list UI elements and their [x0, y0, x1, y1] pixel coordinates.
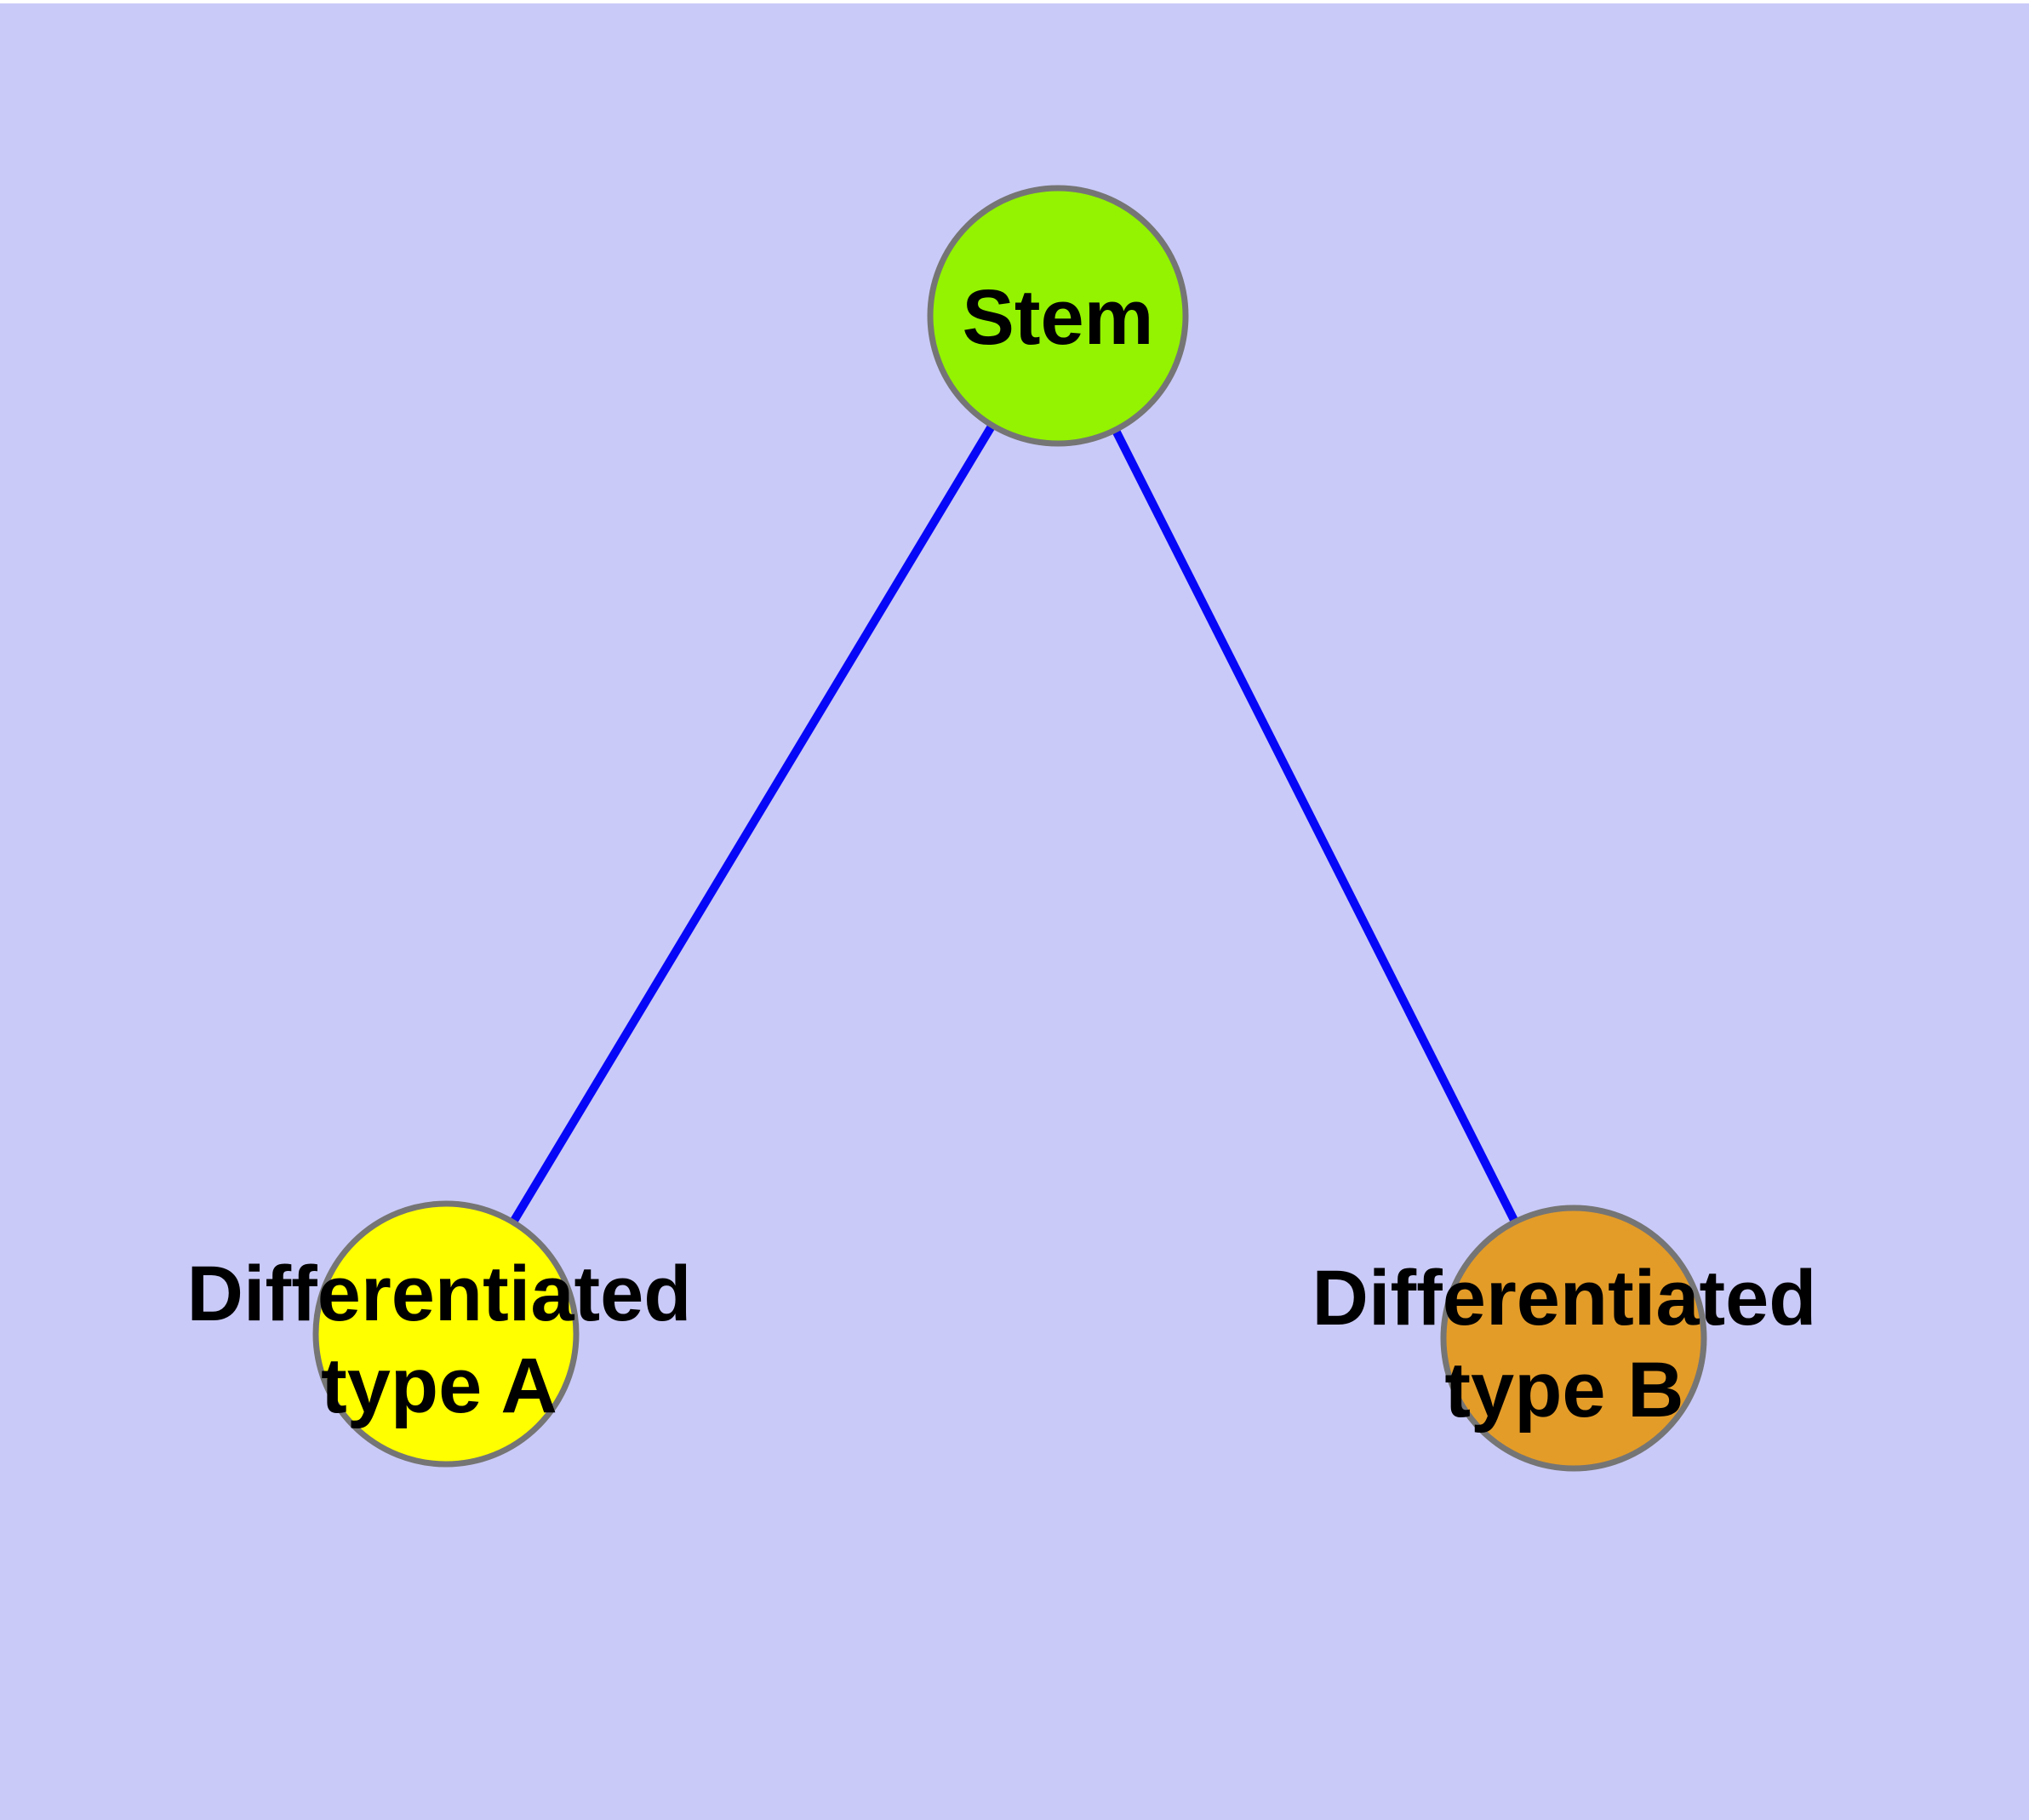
- node-type-b-label-line-1: Differentiated: [1312, 1255, 1817, 1342]
- node-stem-label: Stem: [963, 274, 1154, 361]
- node-type-a-label-line-1: Differentiated: [187, 1251, 692, 1337]
- node-type-b-label-line-2: type B: [1444, 1347, 1683, 1434]
- node-stem-circle: [927, 185, 1189, 447]
- node-type-b-circle: [1440, 1205, 1707, 1472]
- edge-stem-to-type-a: [442, 313, 1062, 1336]
- edge-stem-to-type-b: [1054, 313, 1578, 1341]
- node-type-a-circle: [312, 1200, 580, 1468]
- node-type-a-label-line-2: type A: [321, 1342, 557, 1429]
